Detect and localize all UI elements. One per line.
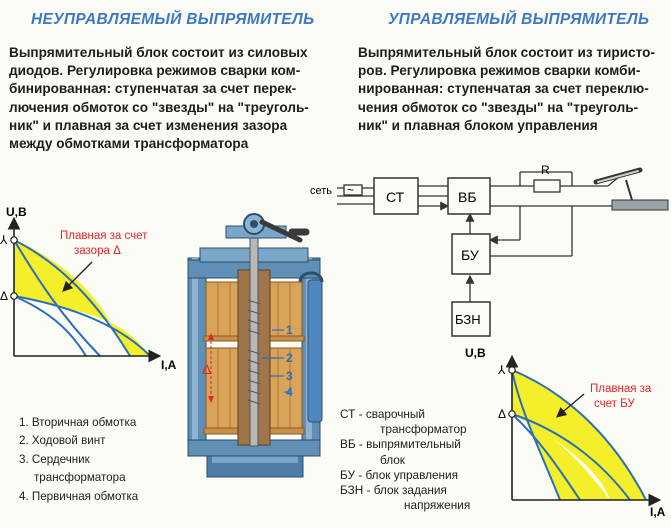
legend-item: 2. Ходовой винт bbox=[19, 434, 106, 448]
regulation-region bbox=[512, 370, 646, 500]
callout-3: 3 bbox=[286, 369, 293, 383]
electrode-holder-icon bbox=[593, 167, 643, 201]
x-axis-label: I,A bbox=[161, 358, 177, 372]
left-heading: НЕУПРАВЛЯЕМЫЙ ВЫПРЯМИТЕЛЬ bbox=[31, 11, 315, 28]
right-heading: УПРАВЛЯЕМЫЙ ВЫПРЯМИТЕЛЬ bbox=[388, 11, 650, 28]
gap-label: Δ bbox=[202, 361, 211, 377]
y-tick-lower: Δ bbox=[498, 407, 506, 421]
text-line: бинированная: ступенчатая за счет перек- bbox=[9, 81, 297, 97]
note-line-2: зазора Δ bbox=[74, 245, 121, 257]
y-tick-upper: ⅄ bbox=[0, 233, 8, 247]
text-line: ров. Регулировка режимов сварки комби- bbox=[358, 63, 641, 79]
block-bu: БУ bbox=[461, 247, 479, 263]
regulation-region-upper bbox=[14, 240, 106, 318]
y-tick-upper: ⅄ bbox=[497, 363, 506, 377]
curve-delta-upper bbox=[13, 295, 151, 357]
tick-marker bbox=[508, 366, 516, 374]
mains-label: сеть bbox=[310, 185, 332, 197]
right-description: Выпрямительный блок состоит из тиристо- … bbox=[358, 44, 655, 135]
tilde-symbol: ~ bbox=[347, 183, 354, 197]
block-st: СТ bbox=[386, 189, 405, 205]
text-line: между обмотками трансформатора bbox=[9, 136, 249, 152]
note-line-2: счет БУ bbox=[594, 398, 635, 410]
block-vb: ВБ bbox=[458, 189, 477, 205]
text-line: Выпрямительный блок состоит из тиристо- bbox=[358, 45, 655, 60]
block-bzn: БЗН bbox=[455, 312, 481, 327]
callout-2: 2 bbox=[286, 351, 293, 365]
y-axis-label: U,B bbox=[6, 205, 27, 219]
curve-star-upper bbox=[13, 239, 131, 357]
abbreviation-list: СТ - сварочный трансформатор ВБ - выпрям… bbox=[340, 407, 470, 513]
callout-1: 1 bbox=[286, 323, 293, 337]
text-line: Выпрямительный блок состоит из силовых bbox=[9, 45, 308, 60]
curve-1 bbox=[511, 369, 647, 501]
x-axis-label: I,A bbox=[650, 505, 666, 519]
left-description: Выпрямительный блок состоит из силовых д… bbox=[9, 44, 309, 153]
curve-4 bbox=[511, 413, 581, 501]
y-axis-label: U,B bbox=[465, 346, 486, 360]
curve-star-lower bbox=[13, 239, 101, 357]
legend-item: 4. Первичная обмотка bbox=[19, 489, 139, 503]
note-line-1: Плавная за счет bbox=[60, 230, 148, 242]
text-line: ник" и плавная за счет изменения зазора bbox=[9, 117, 288, 133]
note-arrow bbox=[556, 393, 585, 418]
callout-4: 4 bbox=[286, 385, 293, 399]
text-line: нированная: ступенчатая за счет переклю- bbox=[358, 81, 649, 97]
regulation-region-2 bbox=[512, 370, 610, 500]
abbr-line: напряжения bbox=[404, 498, 471, 513]
transformer-legend: 1. Вторичная обмотка 2. Ходовой винт 3. … bbox=[19, 414, 138, 506]
y-tick-lower: Δ bbox=[0, 289, 8, 303]
curve-delta-lower bbox=[13, 295, 87, 357]
text-line: диодов. Регулировка режимов сварки ком- bbox=[9, 63, 301, 79]
tick-marker bbox=[10, 236, 18, 244]
workpiece-icon bbox=[611, 199, 669, 211]
abbr-line: блок bbox=[380, 452, 405, 467]
abbr-line: БЗН - блок задания bbox=[340, 483, 447, 498]
curve-2 bbox=[511, 369, 561, 501]
legend-item: 3. Сердечник bbox=[19, 452, 90, 466]
text-line: чения обмоток со "звезды" на "треуголь- bbox=[358, 99, 639, 115]
text-line: лючения обмоток со "звезды" на "треуголь… bbox=[9, 99, 309, 115]
curve-3 bbox=[511, 413, 631, 501]
legend-item: 1. Вторичная обмотка bbox=[19, 416, 137, 429]
tick-marker bbox=[10, 292, 18, 300]
note-arrow bbox=[62, 261, 93, 292]
abbr-line: БУ - блок управления bbox=[340, 467, 459, 482]
text-line: ник" и плавная блоком управления bbox=[358, 117, 598, 133]
abbr-line: ВБ - выпрямительный bbox=[340, 437, 461, 452]
abbr-line: трансформатор bbox=[380, 422, 467, 437]
resistor-label: R bbox=[541, 163, 550, 177]
note-line-1: Плавная за bbox=[590, 383, 652, 395]
legend-item: трансформатора bbox=[34, 471, 126, 485]
abbr-line: СТ - сварочный bbox=[340, 407, 426, 421]
tick-marker bbox=[508, 410, 516, 418]
